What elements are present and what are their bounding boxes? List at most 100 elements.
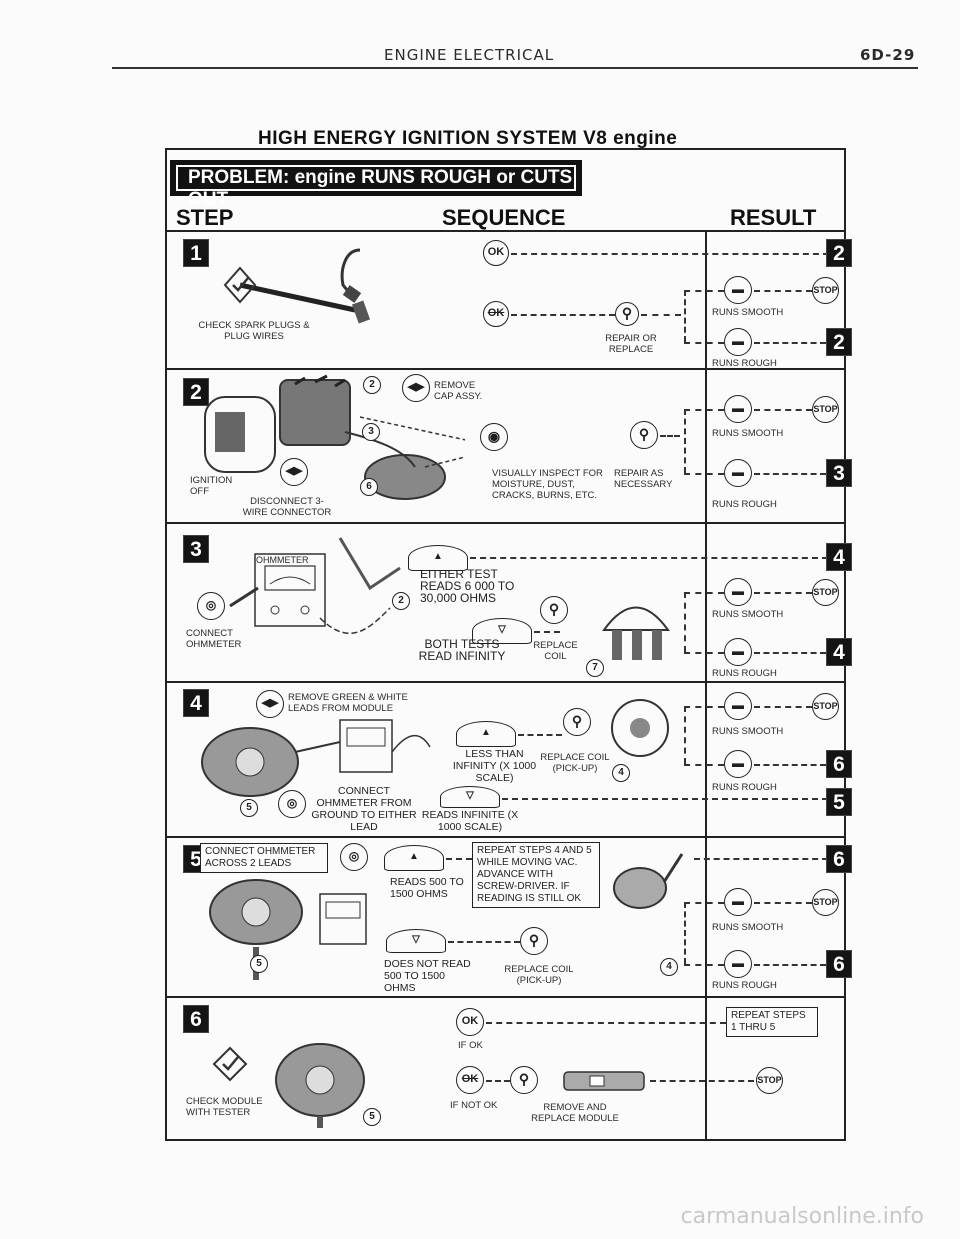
column-result: RESULT xyxy=(730,205,817,230)
car-smooth-icon-4: ▬ xyxy=(724,692,752,720)
branch-1-bottom xyxy=(684,342,724,344)
goto-step-3: 3 xyxy=(826,459,852,487)
branch-5-bottom xyxy=(684,964,724,966)
meter-gauge-icon-4a: ▲ xyxy=(456,721,516,747)
spark-plug-illustration xyxy=(223,248,371,324)
branch-2-top xyxy=(684,409,724,411)
ref-2-marker-3: 2 xyxy=(392,592,410,610)
ok-path-6 xyxy=(486,1022,726,1024)
step-3-either: EITHER TEST READS 6 000 TO 30,000 OHMS xyxy=(420,567,515,605)
meter-gauge-icon-5b: ▽ xyxy=(386,929,446,953)
step-6-ifnotok: IF NOT OK xyxy=(450,1100,498,1111)
step-3-replace: REPLACE COIL xyxy=(533,640,578,662)
step-5-rough: RUNS ROUGH xyxy=(712,980,777,991)
coil-illustration xyxy=(602,606,670,660)
ref-5-marker-6: 5 xyxy=(363,1108,381,1126)
chart-title: HIGH ENERGY IGNITION SYSTEM V8 engine xyxy=(258,128,678,149)
does-not-path xyxy=(448,941,520,943)
branch-4-bottom xyxy=(684,764,724,766)
branch-3-bottom xyxy=(684,652,724,654)
ohmmeter-icon-3: ◎ xyxy=(197,592,225,620)
meter-gauge-icon-2: ▽ xyxy=(472,618,532,644)
either-path xyxy=(470,557,828,559)
stop-symbol-1: STOP xyxy=(812,277,839,304)
ref-2-marker: 2 xyxy=(363,376,381,394)
car-rough-icon-5: ▬ xyxy=(724,950,752,978)
page-number: 6D-29 xyxy=(860,46,916,64)
ref-7-marker: 7 xyxy=(586,659,604,677)
module-illustration-5 xyxy=(209,879,367,980)
step-1-action-text: CHECK SPARK PLUGS & PLUG WIRES xyxy=(198,320,310,342)
repeat-path xyxy=(694,858,828,860)
rough-path-4 xyxy=(754,764,826,766)
step-3-smooth: RUNS SMOOTH xyxy=(712,609,784,620)
step-3-both: BOTH TESTS READ INFINITY xyxy=(418,637,506,663)
disconnect-icon-4: ◀▶ xyxy=(256,690,284,718)
less-path xyxy=(518,734,562,736)
eye-icon: ◉ xyxy=(480,423,508,451)
branch-2-bottom xyxy=(684,473,724,475)
car-rough-icon-3: ▬ xyxy=(724,638,752,666)
car-smooth-icon-2: ▬ xyxy=(724,395,752,423)
step-1-repair: REPAIR OR REPLACE xyxy=(605,333,657,355)
wrench-icon-2: ⚲ xyxy=(630,421,658,449)
step-6-badge: 6 xyxy=(183,1005,209,1033)
branch-3-top xyxy=(684,592,724,594)
meter-gauge-icon-5a: ▲ xyxy=(384,845,444,871)
goto-step-6-c: 6 xyxy=(826,950,852,978)
repair-path-1 xyxy=(641,314,681,316)
ohmmeter-icon-5: ◎ xyxy=(340,843,368,871)
ohmmeter-icon-4: ◎ xyxy=(278,790,306,818)
replace-path-6 xyxy=(650,1080,754,1082)
step-6-ifok: IF OK xyxy=(458,1040,483,1051)
step-2-inspect: VISUALLY INSPECT FOR MOISTURE, DUST, CRA… xyxy=(492,468,603,501)
watermark: carmanualsonline.info xyxy=(680,1204,924,1229)
branch-5-top xyxy=(684,902,724,904)
stop-symbol-6: STOP xyxy=(756,1067,783,1094)
pickup-coil-illustration-4 xyxy=(611,699,669,757)
ref-4-marker-5: 4 xyxy=(660,958,678,976)
infinite-path xyxy=(502,798,828,800)
wrench-icon: ⚲ xyxy=(615,302,639,326)
step-4-rough: RUNS ROUGH xyxy=(712,782,777,793)
step-2-disconnect: DISCONNECT 3-WIRE CONNECTOR xyxy=(242,496,332,518)
car-smooth-icon-5: ▬ xyxy=(724,888,752,916)
disconnect-icon-b: ◀▶ xyxy=(280,458,308,486)
step-2-badge: 2 xyxy=(183,378,209,406)
branch-1-top xyxy=(684,290,724,292)
step-4-connect: CONNECT OHMMETER FROM GROUND TO EITHER L… xyxy=(311,785,417,833)
module-ohmmeter-illustration xyxy=(201,719,431,797)
module-tester-illustration xyxy=(212,1043,365,1128)
step-3-ohmmeter: OHMMETER xyxy=(256,555,309,565)
step-divider-4 xyxy=(166,836,846,838)
repair-path-2 xyxy=(660,435,680,437)
car-rough-icon-1: ▬ xyxy=(724,328,752,356)
step-2-smooth: RUNS SMOOTH xyxy=(712,428,784,439)
ok-symbol-6: OK xyxy=(456,1008,484,1036)
branch-2 xyxy=(684,409,686,473)
step-4-badge: 4 xyxy=(183,689,209,717)
smooth-path-5 xyxy=(754,902,812,904)
ref-3-marker: 3 xyxy=(362,423,380,441)
problem-text: PROBLEM: engine RUNS ROUGH or CUTS OUT xyxy=(176,165,576,210)
goto-step-6-b: 6 xyxy=(826,845,852,873)
step-1-rough: RUNS ROUGH xyxy=(712,358,777,369)
step-3-rough: RUNS ROUGH xyxy=(712,668,777,679)
ok-path-1 xyxy=(511,253,829,255)
result-column-divider xyxy=(705,232,707,1140)
smooth-path-2 xyxy=(754,409,812,411)
car-rough-icon-2: ▬ xyxy=(724,459,752,487)
reads-path xyxy=(446,858,472,860)
goto-step-5: 5 xyxy=(826,788,852,816)
step-5-replace: REPLACE COIL (PICK-UP) xyxy=(504,964,574,986)
heading-rule xyxy=(166,230,846,232)
ohmmeter-coil-illustration xyxy=(229,537,401,634)
branch-5 xyxy=(684,902,686,964)
not-ok-path-6 xyxy=(486,1080,510,1082)
rough-path-3 xyxy=(754,652,826,654)
step-4-smooth: RUNS SMOOTH xyxy=(712,726,784,737)
step-2-rough: RUNS ROUGH xyxy=(712,499,777,510)
ref-4-marker: 4 xyxy=(612,764,630,782)
step-divider-1 xyxy=(166,368,846,370)
step-divider-3 xyxy=(166,681,846,683)
